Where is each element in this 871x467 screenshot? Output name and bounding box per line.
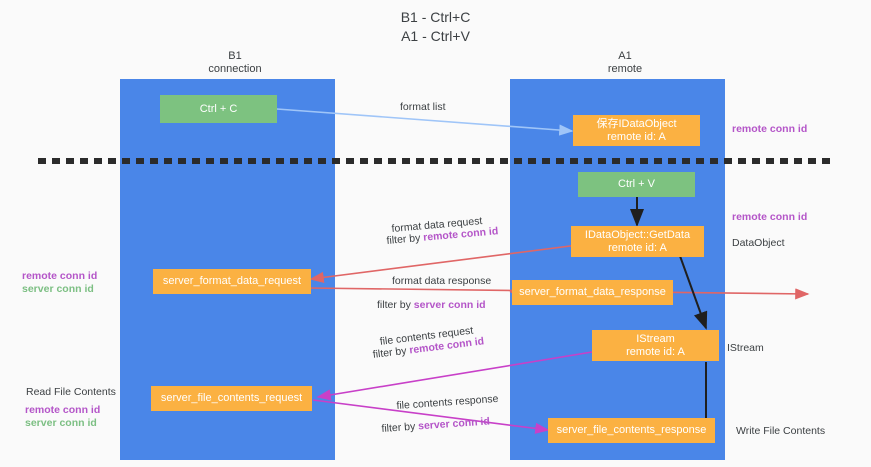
box-istream[interactable]: IStream remote id: A (592, 330, 719, 361)
box-save-idataobject[interactable]: 保存IDataObject remote id: A (573, 115, 700, 146)
box-ctrl-c[interactable]: Ctrl + C (160, 95, 277, 123)
annotation-write-file-contents: Write File Contents (736, 425, 826, 437)
annotation-dataobject: DataObject (732, 237, 785, 249)
column-header-b1: B1 connection (208, 50, 262, 75)
annotation-left-server-conn-id-bot: server conn id (25, 417, 97, 429)
edge-label-file-contents-response: file contents response (396, 392, 499, 412)
box-server-format-data-request[interactable]: server_format_data_request (153, 269, 311, 294)
box-idataobject-getdata[interactable]: IDataObject::GetData remote id: A (571, 226, 704, 257)
diagram-title: B1 - Ctrl+C A1 - Ctrl+V (400, 9, 471, 44)
annotation-left-remote-conn-id-mid: remote conn id (22, 270, 98, 282)
annotation-remote-conn-id-top: remote conn id (732, 123, 808, 135)
filter-key-server-conn-id: server conn id (417, 415, 491, 433)
annotation-read-file-contents: Read File Contents (26, 386, 116, 398)
filter-prefix: filter by (377, 299, 414, 311)
edge-label-format-data-response-filter: filter by server conn id (377, 298, 486, 312)
filter-prefix: filter by (372, 344, 411, 361)
box-ctrl-v[interactable]: Ctrl + V (578, 172, 695, 197)
edge-label-format-list: format list (400, 101, 446, 113)
box-server-format-data-response[interactable]: server_format_data_response (512, 280, 673, 305)
box-server-file-contents-response[interactable]: server_file_contents_response (548, 418, 715, 443)
annotation-left-server-conn-id-mid: server conn id (22, 283, 94, 295)
annotation-remote-conn-id-mid: remote conn id (732, 211, 808, 223)
edge-label-file-contents-response-filter: filter by server conn id (381, 414, 490, 436)
filter-key-server-conn-id: server conn id (413, 299, 486, 311)
filter-prefix: filter by (386, 231, 424, 247)
column-header-a1: A1 remote (607, 50, 643, 75)
annotation-left-remote-conn-id-bot: remote conn id (25, 404, 101, 416)
annotation-istream: IStream (727, 342, 764, 354)
box-server-file-contents-request[interactable]: server_file_contents_request (151, 386, 312, 411)
filter-prefix: filter by (381, 420, 419, 435)
phase-divider-dashed-line (38, 158, 834, 164)
edge-label-format-data-response: format data response (392, 275, 492, 287)
